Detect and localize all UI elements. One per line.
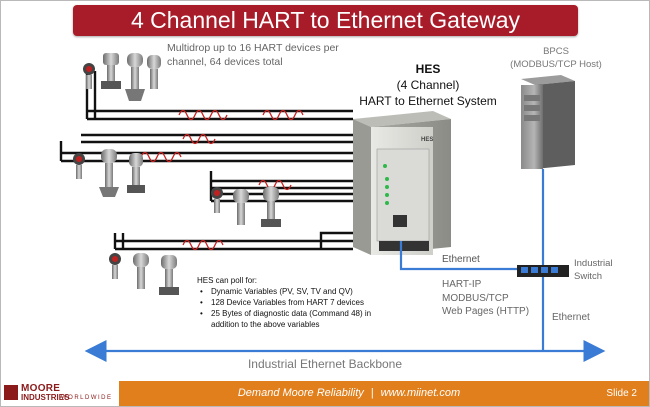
hes-description: HART to Ethernet System [359,94,497,108]
switch-label-line-2: Switch [574,271,602,282]
protocol-list: HART-IP MODBUS/TCP Web Pages (HTTP) [442,278,529,319]
logo-text-top: MOORE [21,383,61,394]
network-switch-icon [517,265,569,277]
poll-heading: HES can poll for: [197,276,258,285]
gateway-module-icon: HES [353,111,451,255]
ethernet-label-2: Ethernet [552,312,590,323]
server-tower-icon [521,75,575,169]
slide-number: Slide 2 [606,388,637,399]
bpcs-name: BPCS [543,46,569,57]
logo-mark-icon [4,385,18,400]
hes-channels: (4 Channel) [396,78,460,92]
hart-transmitter-icon [73,53,281,295]
ethernet-links [84,169,606,362]
footer-tagline: Demand Moore Reliability | www.miinet.com [119,381,579,406]
bpcs-label: BPCS (MODBUS/TCP Host) [481,45,631,71]
switch-label-line-1: Industrial [574,258,613,269]
bpcs-host: (MODBUS/TCP Host) [510,59,602,70]
hart-signal-waves [140,109,304,251]
protocol-modbus-tcp: MODBUS/TCP [442,292,509,304]
logo-text-bottom: INDUSTRIES [21,393,70,402]
website-link[interactable]: www.miinet.com [380,387,461,399]
hes-label: HES (4 Channel) HART to Ethernet System [353,61,503,109]
poll-list: Dynamic Variables (PV, SV, TV and QV) 12… [197,286,371,319]
poll-item: Dynamic Variables (PV, SV, TV and QV) [197,286,371,297]
protocol-web-pages: Web Pages (HTTP) [442,306,530,317]
company-logo: MOORE INDUSTRIES WORLDWIDE [1,381,119,406]
poll-item: 25 Bytes of diagnostic data (Command 48)… [197,308,371,319]
backbone-label: Industrial Ethernet Backbone [247,357,403,371]
ethernet-label: Ethernet [442,254,480,265]
protocol-hart-ip: HART-IP [442,279,482,290]
tagline-text: Demand Moore Reliability [237,387,364,399]
slide-title: 4 Channel HART to Ethernet Gateway [130,7,521,33]
poll-item-continuation: addition to the above variables [211,320,320,329]
multidrop-note: Multidrop up to 16 HART devices per chan… [167,42,339,68]
poll-item: 128 Device Variables from HART 7 devices [197,297,371,308]
poll-box: HES can poll for: Dynamic Variables (PV,… [197,275,371,330]
tagline-separator: | [370,387,374,399]
svg-text:HES: HES [421,137,433,143]
hes-name: HES [415,62,441,76]
footer-bar: MOORE INDUSTRIES WORLDWIDE Demand Moore … [1,381,649,406]
logo-text-worldwide: WORLDWIDE [61,395,113,401]
title-bar: 4 Channel HART to Ethernet Gateway [73,5,578,36]
switch-label: Industrial Switch [574,257,613,283]
